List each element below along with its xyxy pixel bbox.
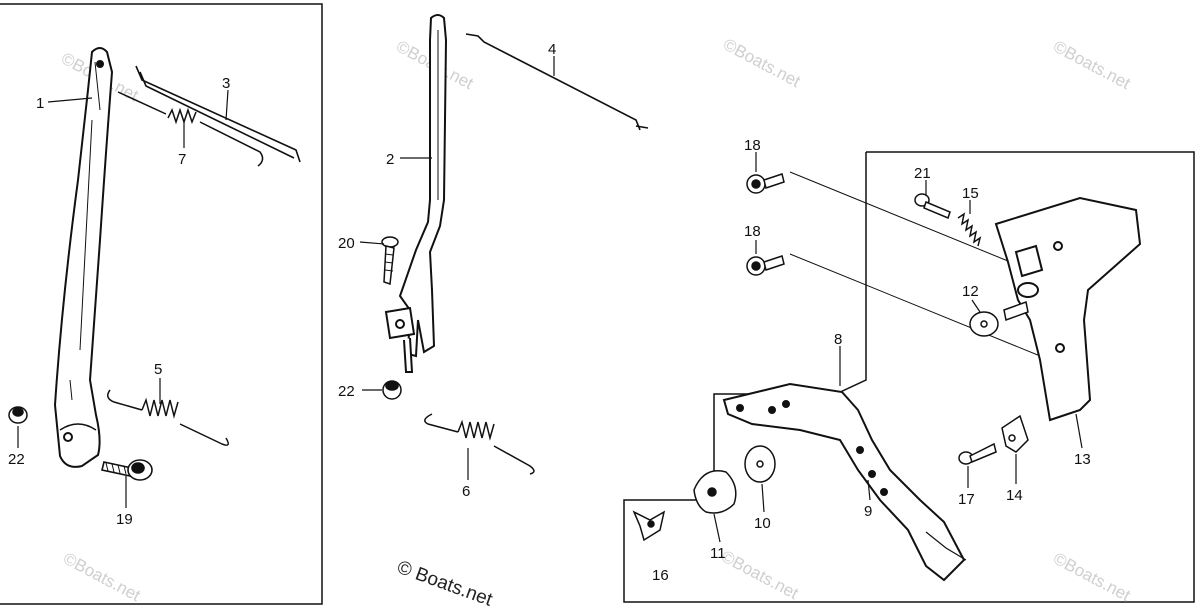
callout-14: 14: [1006, 487, 1023, 504]
part-19-bolt: [101, 459, 153, 481]
part-7-spring: [117, 91, 264, 167]
callout-18-upper: 18: [744, 137, 761, 154]
part-11-cam: [693, 470, 737, 514]
assembly-lines: [789, 171, 1051, 361]
part-22-nut-center: [382, 380, 402, 400]
callout-9: 9: [864, 503, 872, 520]
part-21-bolt: [914, 193, 951, 220]
part-20-bolt: [381, 236, 399, 286]
left-frame: [0, 3, 323, 605]
part-15-spring: [957, 212, 982, 247]
callout-6: 6: [462, 483, 470, 500]
callout-19: 19: [116, 511, 133, 528]
callout-4: 4: [548, 41, 556, 58]
callout-8: 8: [834, 331, 842, 348]
callout-20: 20: [338, 235, 355, 252]
svg-text:©Boats.net: ©Boats.net: [60, 549, 144, 606]
part-16-wingnut: [632, 510, 666, 542]
svg-text:©Boats.net: ©Boats.net: [1050, 37, 1134, 94]
part-3-rod: [135, 65, 301, 163]
part-2-lever: [384, 14, 448, 373]
callout-10: 10: [754, 515, 771, 532]
callout-13: 13: [1074, 451, 1091, 468]
part-1-arm: [53, 47, 114, 468]
part-5-spring: [107, 389, 229, 446]
callout-17: 17: [958, 491, 975, 508]
callout-3: 3: [222, 75, 230, 92]
leader-lines: [17, 56, 1083, 543]
callout-22-left: 22: [8, 451, 25, 468]
callout-18-lower: 18: [744, 223, 761, 240]
callout-11: 11: [710, 545, 726, 562]
part-8-9-lever-bracket: [722, 382, 967, 582]
part-12-washer: [969, 300, 1029, 337]
callout-16: 16: [652, 567, 669, 584]
callout-1: 1: [36, 95, 44, 112]
callout-15: 15: [962, 185, 979, 202]
callout-2: 2: [386, 151, 394, 168]
part-13-bracket: [994, 196, 1142, 422]
part-18-bolt-lower: [746, 255, 785, 276]
part-6-spring: [424, 413, 535, 475]
svg-text:©Boats.net: ©Boats.net: [1050, 549, 1134, 606]
part-18-bolt-upper: [746, 173, 785, 194]
part-22-nut-left: [8, 406, 28, 424]
callout-12: 12: [962, 283, 979, 300]
part-14-clip: [1001, 414, 1029, 453]
right-frame: [623, 151, 1195, 603]
callout-5: 5: [154, 361, 162, 378]
part-4-rod: [465, 33, 649, 131]
callouts: 1 3 7 2 4 5 22 19 20 22 6 18 18 21 15 12…: [8, 41, 1091, 584]
callout-21: 21: [914, 165, 931, 182]
svg-text:© Boats.net: © Boats.net: [394, 557, 495, 611]
svg-text:©Boats.net: ©Boats.net: [718, 547, 802, 604]
part-17-bolt: [958, 442, 997, 465]
callout-22-center: 22: [338, 383, 355, 400]
svg-text:©Boats.net: ©Boats.net: [720, 35, 804, 92]
callout-7: 7: [178, 151, 186, 168]
part-10-washer: [744, 445, 776, 483]
